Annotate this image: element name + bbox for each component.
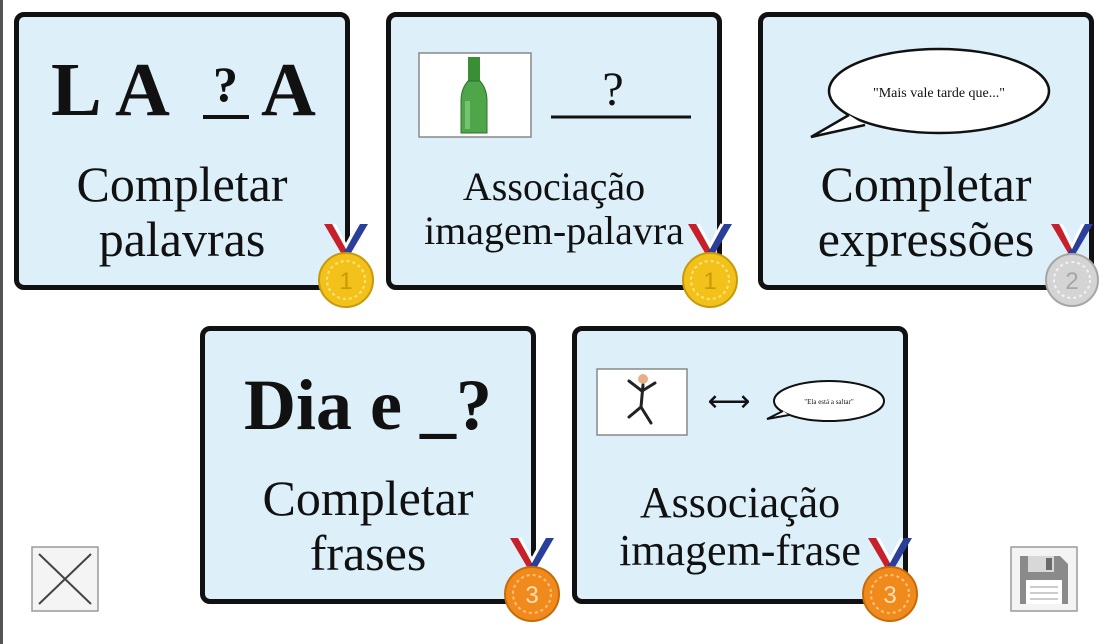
- medal-gold-icon: 1: [318, 222, 374, 313]
- activity-title: Completar expressões: [763, 157, 1089, 267]
- svg-text:3: 3: [883, 582, 896, 609]
- activity-title: Completar palavras: [19, 157, 345, 267]
- speech-bubble-icon: [766, 380, 885, 422]
- bubble-text: "Ela está a saltar": [804, 398, 854, 406]
- activity-title-line2: imagem-frase: [619, 526, 861, 576]
- sentence-gap-text: Dia e _?: [244, 365, 492, 445]
- activity-card-completar-frases[interactable]: Dia e _? Completar frases: [200, 326, 536, 604]
- close-icon: [31, 546, 99, 612]
- activity-title: Completar frases: [205, 471, 531, 581]
- activity-title-line2: imagem-palavra: [424, 208, 684, 253]
- activity-title-line1: Completar: [262, 470, 474, 526]
- activity-title: Associação imagem-frase: [577, 478, 903, 576]
- illustration-speech-bubble: "Mais vale tarde que...": [763, 39, 1089, 149]
- activity-title-line1: Completar: [820, 156, 1032, 212]
- medal-bronze-icon: 3: [862, 536, 918, 627]
- svg-text:1: 1: [339, 268, 352, 295]
- illustration-image-sentence: ⟷ "Ela está a saltar": [577, 361, 903, 441]
- activity-title-line1: Completar: [76, 156, 288, 212]
- activity-card-associacao-imagem-frase[interactable]: ⟷ "Ela está a saltar" Associação imagem-…: [572, 326, 908, 604]
- medal-silver-icon: 2: [1045, 222, 1099, 313]
- activity-title-line1: Associação: [462, 164, 646, 209]
- question-mark: ?: [602, 63, 623, 116]
- double-arrow-icon: ⟷: [707, 384, 750, 419]
- letter-l: L: [51, 48, 102, 125]
- activity-card-completar-palavras[interactable]: L A ? A Completar palavras: [14, 12, 350, 290]
- activity-title-line2: palavras: [98, 211, 266, 267]
- letter-a-2: A: [261, 48, 316, 125]
- bubble-text: "Mais vale tarde que...": [873, 86, 1005, 101]
- svg-text:3: 3: [525, 582, 538, 609]
- illustration-sentence: Dia e _?: [205, 365, 531, 445]
- svg-text:1: 1: [703, 268, 716, 295]
- activity-card-associacao-imagem-palavra[interactable]: ? Associação imagem-palavra: [386, 12, 722, 290]
- bottle-icon: [460, 57, 488, 134]
- speech-bubble-icon: [810, 47, 1051, 139]
- illustration-laqa: L A ? A: [19, 45, 345, 132]
- save-button[interactable]: [1010, 546, 1078, 612]
- activity-title-line2: frases: [309, 525, 427, 581]
- activity-title: Associação imagem-palavra: [391, 165, 717, 253]
- activity-card-completar-expressoes[interactable]: "Mais vale tarde que..." Completar expre…: [758, 12, 1094, 290]
- medal-gold-icon: 1: [682, 222, 738, 313]
- svg-text:2: 2: [1065, 268, 1078, 295]
- medal-bronze-icon: 3: [504, 536, 560, 627]
- floppy-disk-icon: [1010, 546, 1078, 612]
- activity-title-line1: Associação: [639, 478, 841, 527]
- activity-title-line2: expressões: [817, 211, 1035, 267]
- jumping-person-icon: [627, 374, 657, 425]
- letter-a: A: [115, 48, 170, 125]
- illustration-bottle-word: ?: [391, 45, 717, 145]
- window-left-border: [0, 0, 3, 644]
- close-button[interactable]: [31, 546, 99, 612]
- question-mark: ?: [213, 56, 238, 112]
